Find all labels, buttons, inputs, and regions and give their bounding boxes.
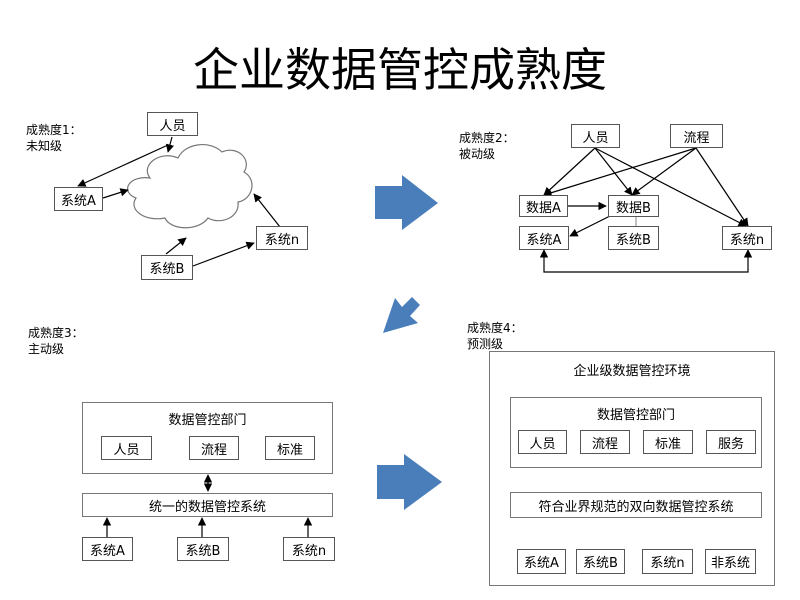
stage4-env-frame: 企业级数据管控环境: [489, 351, 775, 586]
stage4-person-box: 人员: [518, 430, 567, 454]
stage4-sublabel: 预测级: [467, 337, 504, 351]
stage4-standard-box: 标准: [643, 430, 693, 454]
stage3-connectors: [102, 474, 313, 537]
stage2-data-a-box: 数据A: [519, 195, 568, 217]
big-arrows: [375, 175, 442, 510]
stage1-system-b-box: 系统B: [141, 255, 193, 280]
stage3-label: 成熟度3：: [28, 326, 84, 340]
stage1-connectors: [77, 136, 281, 267]
stage4-label: 成熟度4：: [467, 321, 523, 335]
arrow-right-icon: [375, 175, 438, 230]
stage2-system-a-box: 系统A: [519, 226, 569, 250]
stage4-env-title: 企业级数据管控环境: [573, 364, 691, 379]
stage3-system-n-box: 系统n: [283, 537, 335, 561]
arrow-right-icon: [377, 454, 442, 510]
stage3-system-a-box: 系统A: [82, 537, 133, 561]
stage4-non-system-box: 非系统: [705, 549, 756, 574]
stage3-system-b-box: 系统B: [177, 537, 229, 561]
stage2-person-box: 人员: [571, 124, 620, 148]
stage1-system-n-box: 系统n: [256, 226, 308, 250]
stage2-connectors: [539, 147, 753, 273]
stage2-system-b-box: 系统B: [608, 226, 659, 250]
stage1-sublabel: 未知级: [26, 139, 63, 153]
page-title: 企业数据管控成熟度: [193, 43, 607, 97]
stage4-process-box: 流程: [580, 430, 630, 454]
stage4-bidirectional-system-box: 符合业界规范的双向数据管控系统: [510, 492, 762, 518]
stage3-person-box: 人员: [101, 436, 152, 460]
stage2-label: 成熟度2：: [459, 131, 515, 145]
stage3-standard-box: 标准: [265, 436, 315, 460]
stage4-system-b-box: 系统B: [576, 549, 625, 574]
stage3-dept-title: 数据管控部门: [168, 413, 247, 428]
stage4-dept-title: 数据管控部门: [596, 408, 675, 423]
stage4-system-n-box: 系统n: [642, 549, 693, 574]
stage2-system-n-box: 系统n: [722, 226, 772, 250]
stage4-system-a-box: 系统A: [517, 549, 566, 574]
stage2-process-box: 流程: [670, 124, 723, 148]
stage2-data-b-box: 数据B: [608, 195, 659, 217]
stage4-service-box: 服务: [706, 430, 756, 454]
stage3-sublabel: 主动级: [28, 342, 65, 356]
cloud-shape: [127, 144, 253, 229]
stage3-process-box: 流程: [189, 436, 239, 460]
stage1-label: 成熟度1：: [26, 123, 82, 137]
stage1-person-box: 人员: [147, 112, 198, 136]
stage2-sublabel: 被动级: [459, 147, 496, 161]
stage1-system-a-box: 系统A: [54, 187, 103, 211]
arrow-down-left-icon: [383, 297, 420, 333]
stage3-unified-system-box: 统一的数据管控系统: [82, 493, 333, 517]
